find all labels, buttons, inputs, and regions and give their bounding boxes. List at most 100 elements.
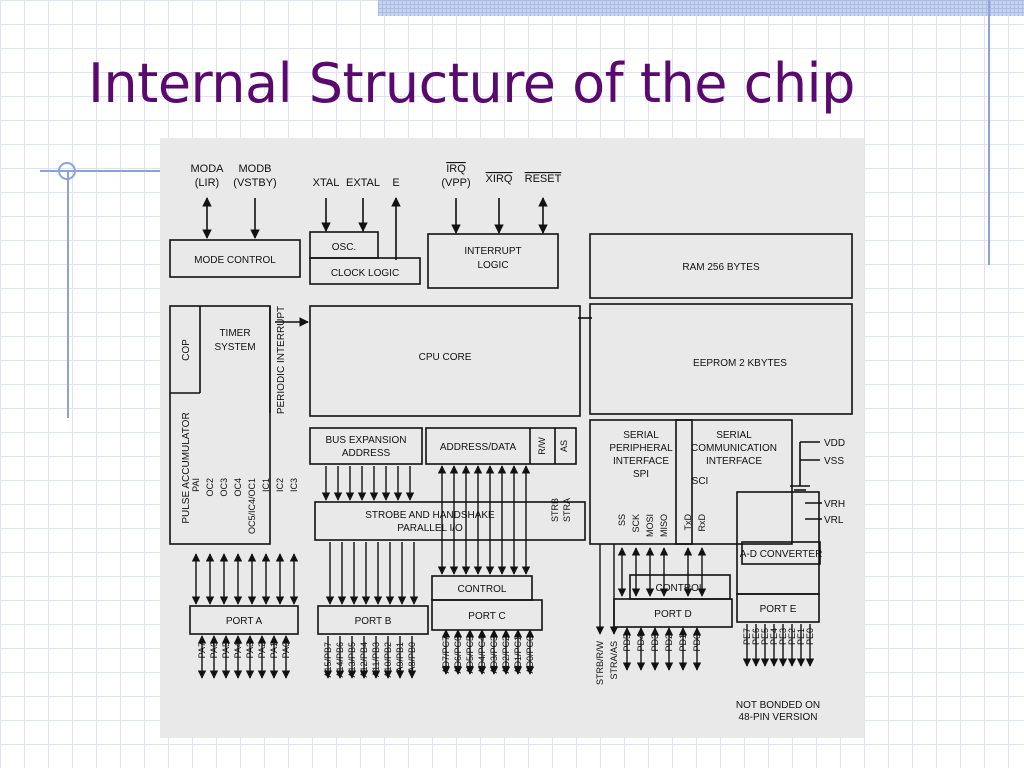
title-decoration-bar (378, 0, 1024, 16)
periodic-interrupt-label: PERIODIC INTERRUPT (276, 306, 287, 414)
port-b-pin-label: A15/PB7 (323, 642, 333, 678)
port-a-pin-label: PA4 (233, 642, 243, 658)
port-a-pin-label: PA1 (269, 642, 279, 658)
control-d-label: CONTROL (656, 583, 705, 594)
address-data-label: ADDRESS/DATA (440, 442, 517, 453)
timer-pin-label: OC3 (219, 478, 229, 497)
spi-pin-label: MISO (659, 514, 669, 537)
port-c-pin-label: AD5/PC5 (465, 636, 475, 674)
port-c-label: PORT C (468, 611, 505, 622)
port-d-pin-label: PD5 (622, 634, 632, 652)
left-decoration-line (67, 170, 69, 418)
port-b-pin-label: A8/PB0 (407, 642, 417, 673)
port-a-label: PORT A (226, 616, 263, 627)
timer-pin-label: IC1 (261, 478, 271, 492)
e-label: E (392, 177, 399, 189)
port-e-pin-label: PE7 (742, 628, 752, 645)
timer-pin-label: OC4 (233, 478, 243, 497)
bus-expansion-line-1: BUS EXPANSION (326, 435, 407, 446)
port-e-pin-label: PE6 (751, 628, 761, 645)
port-c-pin-label: AD1/PC1 (513, 636, 523, 674)
timer-system-line-2: SYSTEM (214, 342, 255, 353)
cop-label: COP (181, 339, 192, 361)
eeprom-label: EEPROM 2 KBYTES (693, 358, 787, 369)
irq-label: IRQ (446, 163, 466, 175)
bus-expansion-line-2: ADDRESS (342, 448, 391, 459)
slide-title: Internal Structure of the chip (88, 52, 855, 115)
port-b-pin-label: A13/PB5 (347, 642, 357, 678)
moda-label: MODA (191, 163, 225, 175)
sci-line-3: INTERFACE (706, 456, 762, 467)
sci-pin-label: TxD (683, 514, 693, 531)
port-a-pin-label: PA7 (197, 642, 207, 658)
vrl-label: VRL (824, 515, 844, 526)
port-a-pin-label: PA0 (281, 642, 291, 658)
osc-label: OSC. (332, 242, 356, 253)
timer-pin-label: OC5/IC4/OC1 (247, 478, 257, 534)
port-b-pin-label: A10/PB2 (383, 642, 393, 678)
pulse-accumulator-label: PULSE ACCUMULATOR (181, 412, 192, 523)
spi-pin-label: MOSI (645, 514, 655, 537)
decoration-ring (58, 162, 76, 180)
strb-label: STRB (550, 498, 560, 522)
port-c-pin-label: AD7/PC7 (441, 636, 451, 674)
port-d-pin-label: PD0 (692, 634, 702, 652)
xirq-label: XIRQ (486, 173, 513, 185)
xtal-label: XTAL (313, 177, 340, 189)
port-e-pin-label: PE2 (787, 628, 797, 645)
mode-control-label: MODE CONTROL (194, 255, 276, 266)
vdd-label: VDD (824, 438, 845, 449)
port-a-pin-label: PA5 (221, 642, 231, 658)
port-e-pin-label: PE0 (805, 628, 815, 645)
port-e-pin-label: PE5 (760, 628, 770, 645)
modb-sub-label: (VSTBY) (233, 177, 276, 189)
irq-sub-label: (VPP) (441, 177, 470, 189)
port-b-pin-label: A14/PB6 (335, 642, 345, 678)
stra-label: STRA (562, 498, 572, 522)
port-c-pin-label: AD3/PC3 (489, 636, 499, 674)
vrh-label: VRH (824, 499, 845, 510)
sci-short-label: SCI (692, 476, 709, 487)
footnote-line-2: 48-PIN VERSION (739, 712, 818, 723)
port-a-pin-label: PA2 (257, 642, 267, 658)
reset-label: RESET (525, 173, 562, 185)
timer-system-line-1: TIMER (219, 328, 250, 339)
strobe-pin-label: STRA/AS (609, 641, 619, 680)
vss-label: VSS (824, 456, 844, 467)
spi-line-2: PERIPHERAL (609, 443, 673, 454)
spi-line-1: SERIAL (623, 430, 659, 441)
timer-pin-label: OC2 (205, 478, 215, 497)
spi-pin-label: SS (617, 514, 627, 526)
chip-block-diagram: MODA (LIR) MODB (VSTBY) XTAL EXTAL E IRQ… (160, 138, 864, 738)
port-b-pin-label: A11/PB3 (371, 642, 381, 677)
right-decoration-line (988, 0, 990, 265)
strobe-line-1: STROBE AND HANDSHAKE (365, 510, 495, 521)
ram-label: RAM 256 BYTES (682, 262, 760, 273)
sci-pin-label: RxD (697, 514, 707, 532)
sci-line-2: COMMUNICATION (691, 443, 777, 454)
footnote-line-1: NOT BONDED ON (736, 700, 820, 711)
horizontal-decoration-line (40, 170, 170, 172)
spi-line-3: INTERFACE (613, 456, 669, 467)
port-d-label: PORT D (654, 609, 691, 620)
strobe-line-2: PARALLEL I/O (397, 523, 463, 534)
port-b-pin-label: A9/PB1 (395, 642, 405, 673)
port-b-pin-label: A12/PB4 (359, 642, 369, 678)
clock-logic-label: CLOCK LOGIC (331, 268, 399, 279)
interrupt-logic-line-1: INTERRUPT (464, 246, 521, 257)
extal-label: EXTAL (346, 177, 380, 189)
port-d-pin-label: PD4 (636, 634, 646, 652)
sci-line-1: SERIAL (716, 430, 752, 441)
port-e-pin-label: PE4 (769, 628, 779, 645)
cpu-core-label: CPU CORE (419, 352, 472, 363)
port-e-label: PORT E (760, 604, 797, 615)
ad-converter-label: A-D CONVERTER (740, 549, 823, 560)
timer-pin-label: PAI (191, 478, 201, 492)
port-c-pin-label: AD6/PC6 (453, 636, 463, 674)
spi-line-4: SPI (633, 469, 649, 480)
port-c-pin-label: AD4/PC4 (477, 636, 487, 674)
timer-pin-label: IC2 (275, 478, 285, 492)
rw-label: R/W (537, 437, 547, 455)
port-d-pin-label: PD1 (678, 634, 688, 652)
